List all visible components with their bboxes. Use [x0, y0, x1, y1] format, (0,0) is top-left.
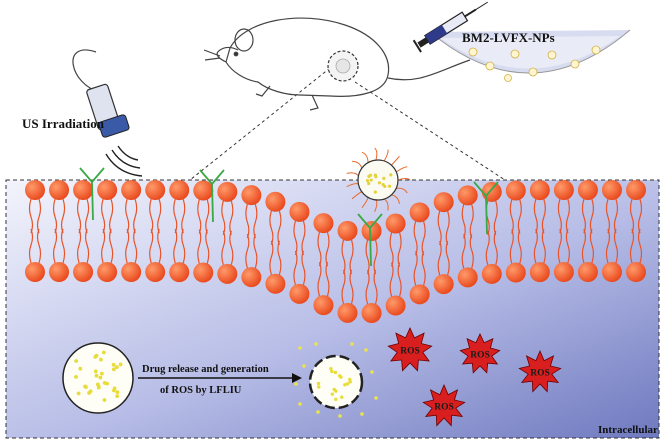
intracellular-label: Intracellular [598, 424, 658, 436]
nanoparticle-released [294, 342, 378, 418]
dish-nanoparticles [468, 45, 601, 82]
ultrasound-probe-icon [72, 49, 130, 138]
sound-waves-icon [105, 145, 143, 177]
nanoparticle-label: BM2-LVFX-NPs [462, 30, 555, 45]
ros-burst-icon: ROS [459, 333, 501, 374]
process-label-line1: Drug release and generation [142, 364, 269, 375]
nanoparticle-loaded [62, 342, 134, 414]
ros-label: ROS [530, 369, 550, 379]
mouse-icon [203, 17, 471, 111]
ros-label: ROS [434, 403, 454, 413]
syringe-icon [412, 1, 488, 53]
ros-label: ROS [470, 351, 490, 361]
process-label-line2: of ROS by LFLIU [160, 385, 242, 396]
us-irradiation-label: US Irradiation [22, 116, 105, 131]
nanoparticle-surface [346, 147, 411, 213]
ros-burst-icon: ROS [518, 349, 562, 393]
ros-burst-icon: ROS [422, 383, 466, 427]
zoom-line-left [189, 67, 331, 181]
ros-burst-icon: ROS [387, 327, 433, 372]
lipid-bilayer [25, 167, 646, 324]
ros-label: ROS [400, 347, 420, 357]
